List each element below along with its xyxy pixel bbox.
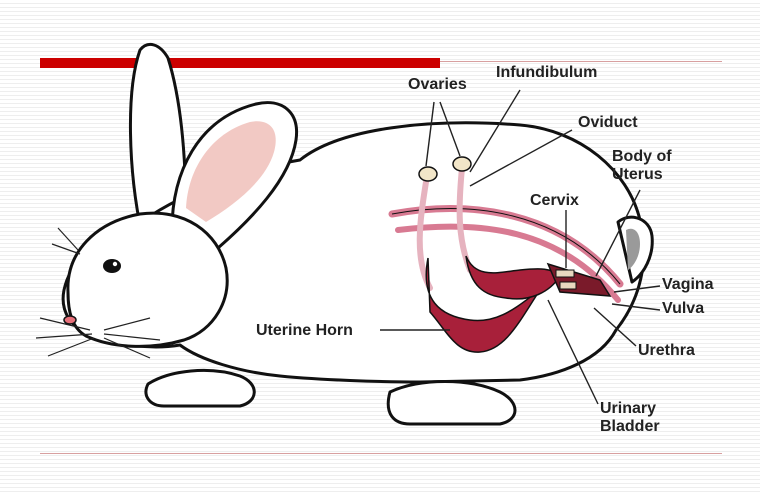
rabbit-eye [103,259,121,273]
hind-leg [388,382,515,425]
label-oviduct: Oviduct [578,114,638,132]
label-ovaries: Ovaries [408,76,467,94]
label-cervix: Cervix [530,192,579,210]
label-urinary-bladder: Urinary Bladder [600,400,660,437]
front-paw [146,370,254,406]
ovary-left [419,167,437,181]
rabbit-nose [64,316,76,324]
label-vulva: Vulva [662,300,704,318]
ovary-right [453,157,471,171]
label-uterine-horn: Uterine Horn [256,322,353,340]
label-body-of-uterus: Body of Uterus [612,148,672,185]
label-urethra: Urethra [638,342,695,360]
label-vagina: Vagina [662,276,714,294]
rabbit-head [68,213,227,346]
label-infundibulum: Infundibulum [496,64,597,82]
